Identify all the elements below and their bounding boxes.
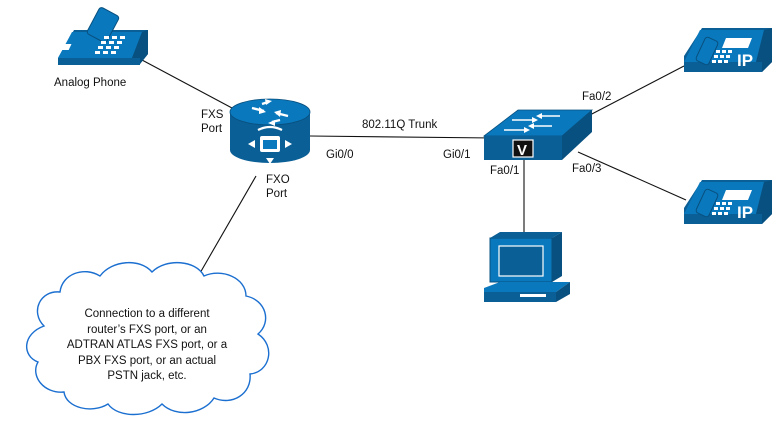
link-phone-router bbox=[141, 59, 233, 109]
switch-icon bbox=[482, 109, 594, 160]
cloud-text: Connection to a different router’s FXS p… bbox=[58, 307, 236, 385]
link-switch-ipphone-bottom bbox=[577, 151, 687, 201]
ip-phone-top-badge: IP bbox=[737, 51, 753, 70]
router-fxo-label-line2: Port bbox=[266, 188, 288, 200]
switch-badge: V bbox=[517, 142, 527, 159]
cloud-shape bbox=[26, 261, 270, 416]
switch: V Fa0/1 Fa0/2 Fa0/3 bbox=[482, 91, 611, 177]
ip-phone-bottom: IP bbox=[684, 180, 772, 224]
switch-port-fa0-3: Fa0/3 bbox=[572, 163, 601, 175]
analog-phone-label: Analog Phone bbox=[54, 77, 126, 89]
cloud-line: PBX FXS port, or an actual bbox=[77, 354, 217, 367]
cloud-line: router’s FXS port, or an bbox=[87, 323, 207, 336]
link-switch-ipphone-top bbox=[587, 65, 685, 117]
router-fxs-label-line1: FXS bbox=[201, 109, 224, 121]
switch-port-gi0-1: Gi0/1 bbox=[443, 149, 471, 161]
ip-phone-bottom-badge: IP bbox=[737, 203, 753, 222]
ip-phone-top: IP bbox=[684, 28, 772, 72]
switch-port-fa0-1: Fa0/1 bbox=[490, 165, 519, 177]
link-router-switch bbox=[309, 135, 495, 139]
router-icon bbox=[229, 98, 311, 164]
router: FXS Port FXO Port bbox=[201, 98, 311, 200]
link-router-cloud bbox=[195, 175, 257, 281]
pc bbox=[484, 232, 570, 302]
analog-phone-icon bbox=[50, 7, 148, 65]
cloud-line: ADTRAN ATLAS FXS port, or a bbox=[66, 339, 228, 351]
cloud-line: PSTN jack, etc. bbox=[107, 370, 187, 382]
switch-port-fa0-2: Fa0/2 bbox=[582, 91, 611, 103]
pstn-cloud bbox=[26, 261, 270, 416]
router-port-gi0-0: Gi0/0 bbox=[326, 149, 354, 161]
ip-phone-icon bbox=[684, 180, 772, 224]
router-fxs-label-line2: Port bbox=[201, 123, 223, 135]
ip-phone-icon bbox=[684, 28, 772, 72]
analog-phone: Analog Phone bbox=[50, 7, 148, 89]
cloud-line: Connection to a different bbox=[84, 308, 210, 320]
pc-icon bbox=[484, 232, 570, 302]
trunk-label: 802.11Q Trunk bbox=[362, 119, 437, 131]
router-fxo-label-line1: FXO bbox=[266, 174, 290, 186]
links bbox=[141, 59, 687, 281]
